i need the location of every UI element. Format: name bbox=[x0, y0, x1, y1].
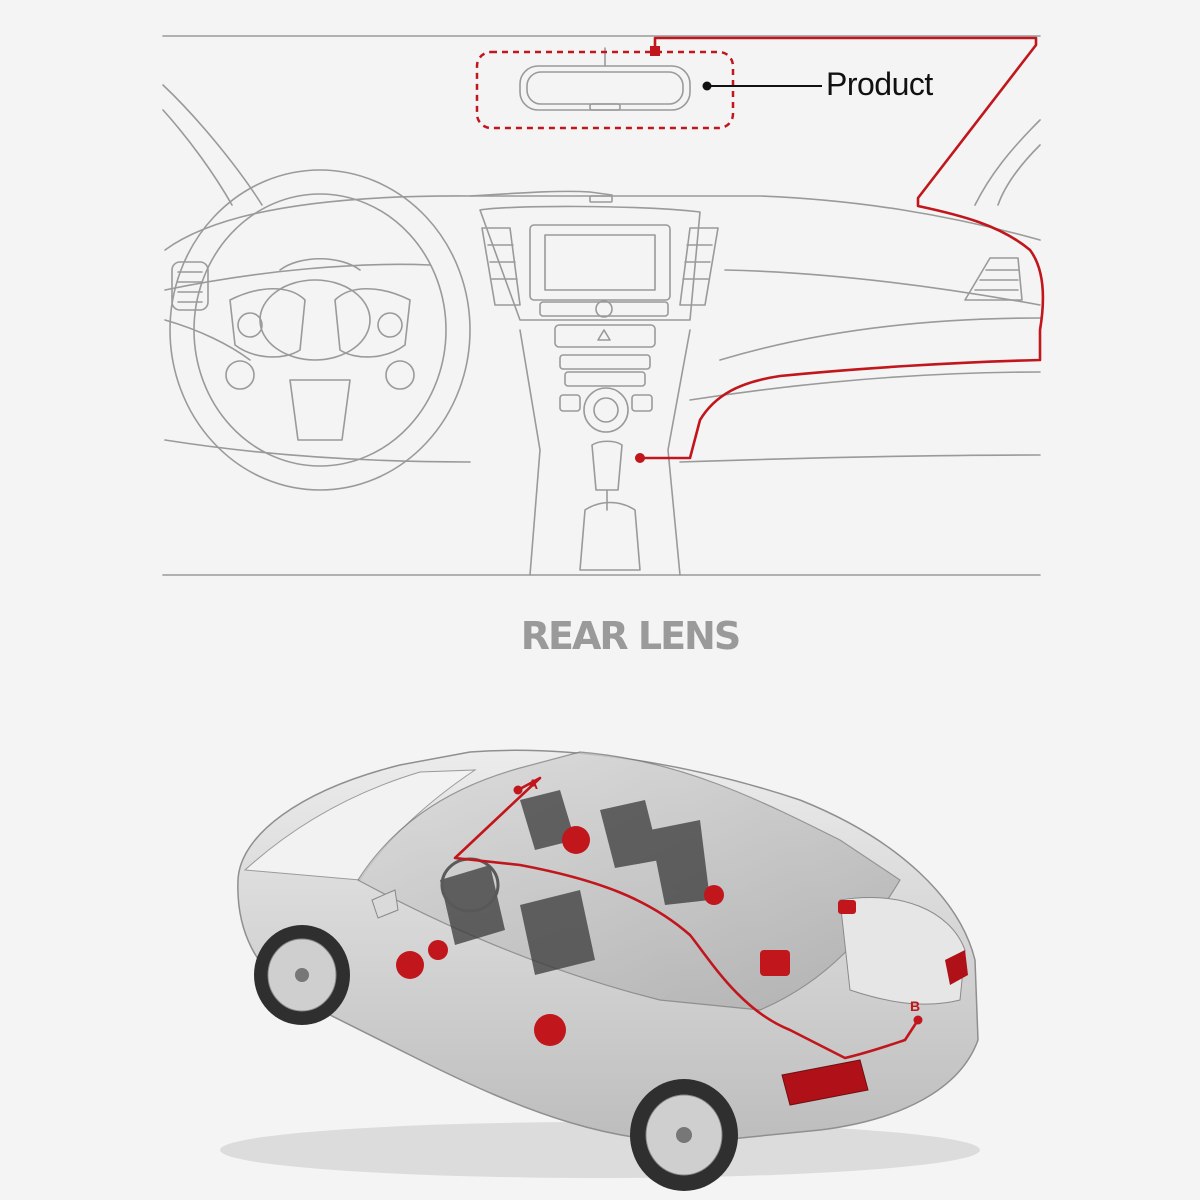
product-label: Product bbox=[826, 66, 933, 102]
point-a-marker bbox=[513, 785, 523, 795]
product-highlight-box bbox=[475, 50, 735, 130]
steering-wheel-icon bbox=[169, 169, 471, 491]
rear-wire-route bbox=[453, 776, 920, 1060]
dashboard-line-drawing bbox=[162, 35, 1045, 576]
gear-shift-icon bbox=[579, 440, 641, 571]
point-a-label: A bbox=[528, 776, 539, 792]
speaker-icon bbox=[396, 826, 856, 1046]
sedan-car-icon bbox=[220, 749, 980, 1191]
rear-lens-title: REAR LENS bbox=[520, 614, 741, 658]
point-b-label: B bbox=[910, 998, 921, 1014]
rearview-mirror-icon bbox=[519, 47, 691, 111]
front-wire-route bbox=[640, 36, 1045, 460]
front-wheel bbox=[254, 925, 350, 1025]
infotainment-screen-icon bbox=[529, 224, 671, 301]
power-connection-point bbox=[635, 453, 645, 463]
point-b-marker bbox=[913, 1015, 923, 1025]
rear-wheel bbox=[630, 1079, 738, 1191]
